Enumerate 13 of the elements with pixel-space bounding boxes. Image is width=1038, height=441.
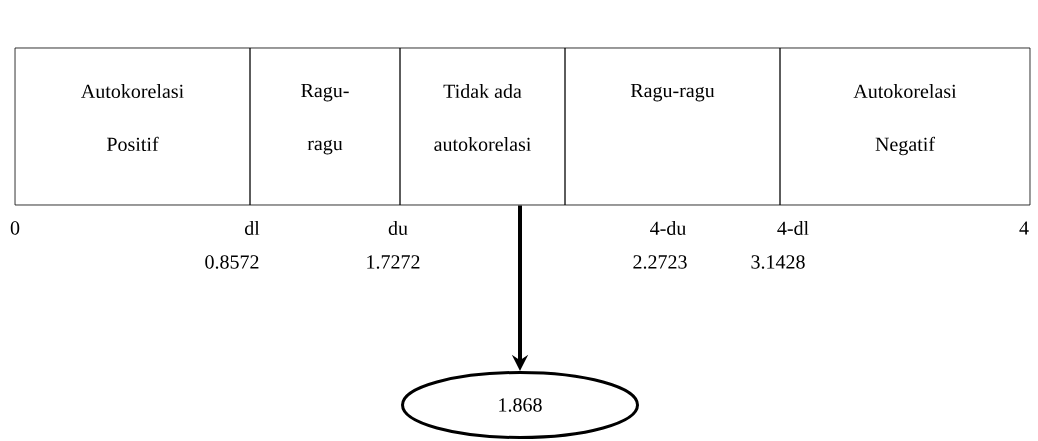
axis-label: du <box>388 220 408 235</box>
axis-label: 0 <box>10 221 20 235</box>
axis-label: 4-dl <box>777 220 809 235</box>
label-box: Tidak ada autokorelasi <box>399 47 566 206</box>
label-box: Ragu-ragu <box>564 47 781 206</box>
label-box: Autokorelasi Negatif <box>779 47 1031 206</box>
value-label: 1.7272 <box>367 255 420 269</box>
value-label: 2.2723 <box>633 255 687 269</box>
axis-label: dl <box>244 220 260 235</box>
value-label: 0.8572 <box>205 255 259 269</box>
label-box: Autokorelasi Positif <box>14 47 251 206</box>
label-box: Ragu- ragu <box>249 47 401 206</box>
value-label: 3.1428 <box>751 255 805 269</box>
